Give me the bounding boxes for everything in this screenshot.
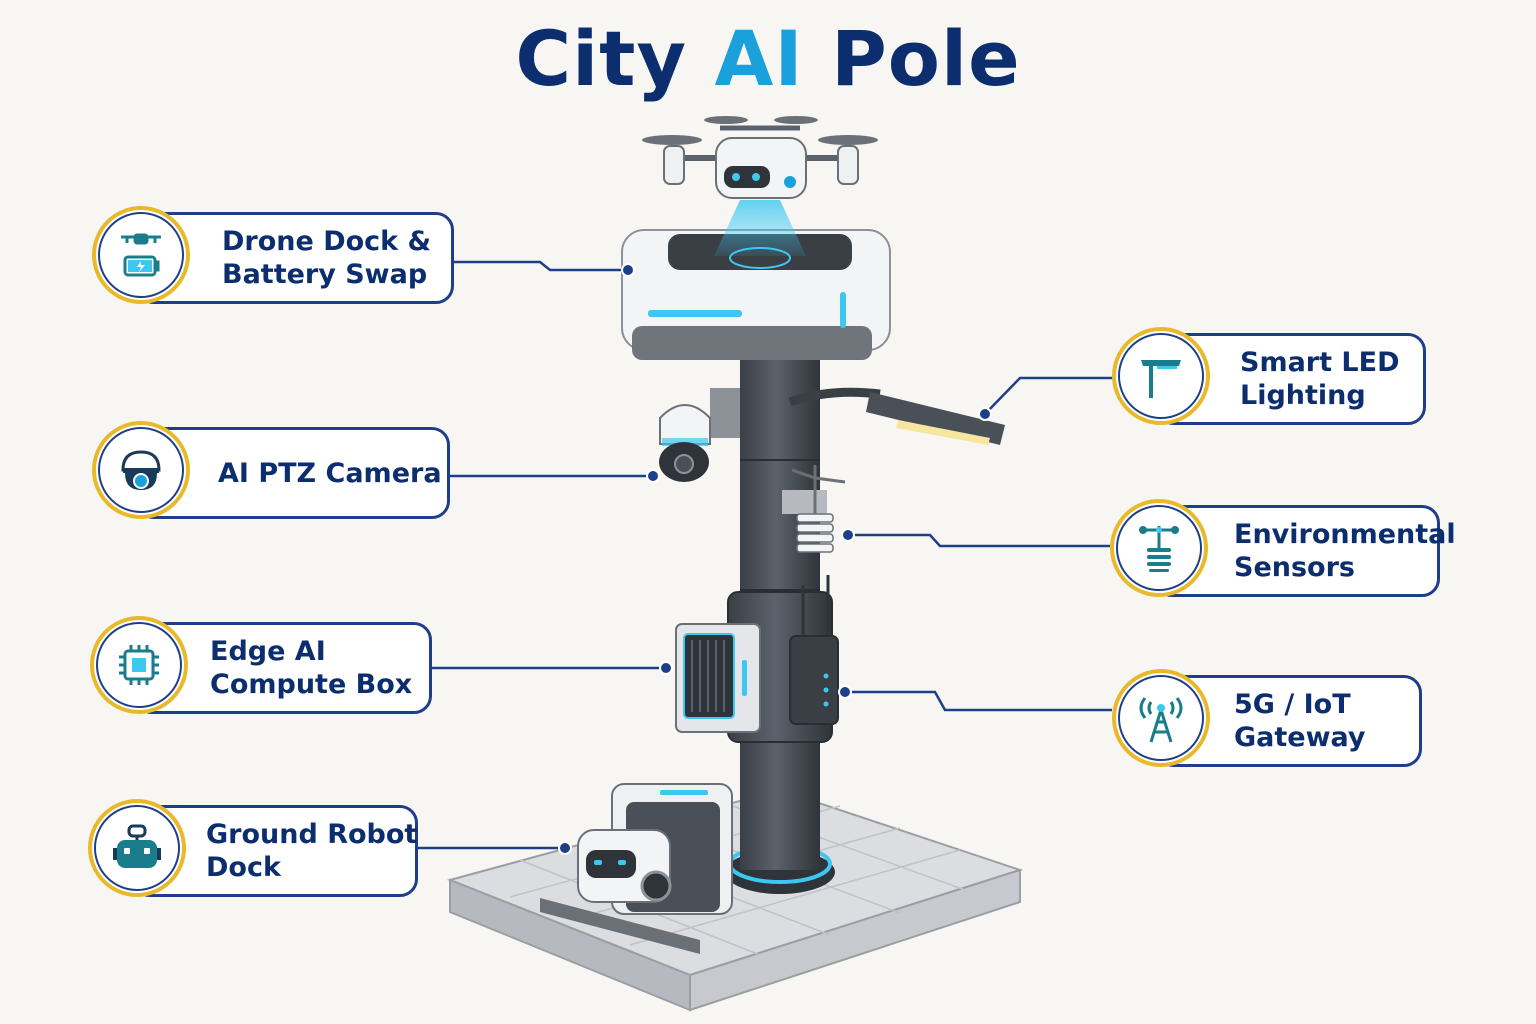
callout-label-gateway: 5G / IoT Gateway <box>1234 689 1366 753</box>
ground-robot-dock <box>540 783 733 954</box>
edge-ai-box <box>675 623 761 733</box>
callout-label-drone-dock: Drone Dock & Battery Swap <box>222 226 432 290</box>
leader-smart-led <box>984 376 1114 415</box>
leader-drone-dock <box>452 260 628 272</box>
callout-edge-ai: Edge AI Compute Box <box>90 616 432 720</box>
chip-icon <box>90 616 188 714</box>
antenna-tower-icon <box>1112 669 1210 767</box>
iot-gateway <box>789 575 839 725</box>
callout-gateway: 5G / IoT Gateway <box>1112 669 1422 773</box>
dome-camera-icon <box>92 421 190 519</box>
leader-lines <box>416 260 1114 850</box>
drone-battery-icon <box>92 206 190 304</box>
callout-env-sensors: Environmental Sensors <box>1110 499 1456 603</box>
leader-dots <box>558 263 992 855</box>
title-part-ai: AI <box>714 14 804 103</box>
callout-ptz-camera: AI PTZ Camera <box>92 421 450 525</box>
callout-label-robot-dock: Ground Robot Dock <box>206 819 418 883</box>
callout-box <box>1154 505 1440 597</box>
robot-icon <box>88 799 186 897</box>
callout-robot-dock: Ground Robot Dock <box>88 799 418 903</box>
leader-env-sensors <box>848 533 1110 548</box>
title-part-pole: Pole <box>831 14 1021 103</box>
street-light <box>788 387 1005 445</box>
title-part-city: City <box>515 14 688 103</box>
callout-label-ptz-camera: AI PTZ Camera <box>218 457 442 489</box>
leader-gateway <box>845 690 1112 712</box>
street-lamp-icon <box>1112 327 1210 425</box>
callout-smart-led: Smart LED Lighting <box>1112 327 1426 431</box>
page-title: City AI Pole <box>0 14 1536 103</box>
weather-station-icon <box>1110 499 1208 597</box>
callout-drone-dock: Drone Dock & Battery Swap <box>92 206 454 310</box>
callout-label-edge-ai: Edge AI Compute Box <box>210 636 413 700</box>
callout-label-env-sensors: Environmental Sensors <box>1234 519 1456 583</box>
drone-dock <box>621 200 891 360</box>
drone <box>642 116 878 199</box>
environmental-sensor <box>782 465 846 553</box>
base-platform <box>446 788 1024 1012</box>
callout-label-smart-led: Smart LED Lighting <box>1240 347 1400 411</box>
ptz-camera <box>659 388 740 482</box>
